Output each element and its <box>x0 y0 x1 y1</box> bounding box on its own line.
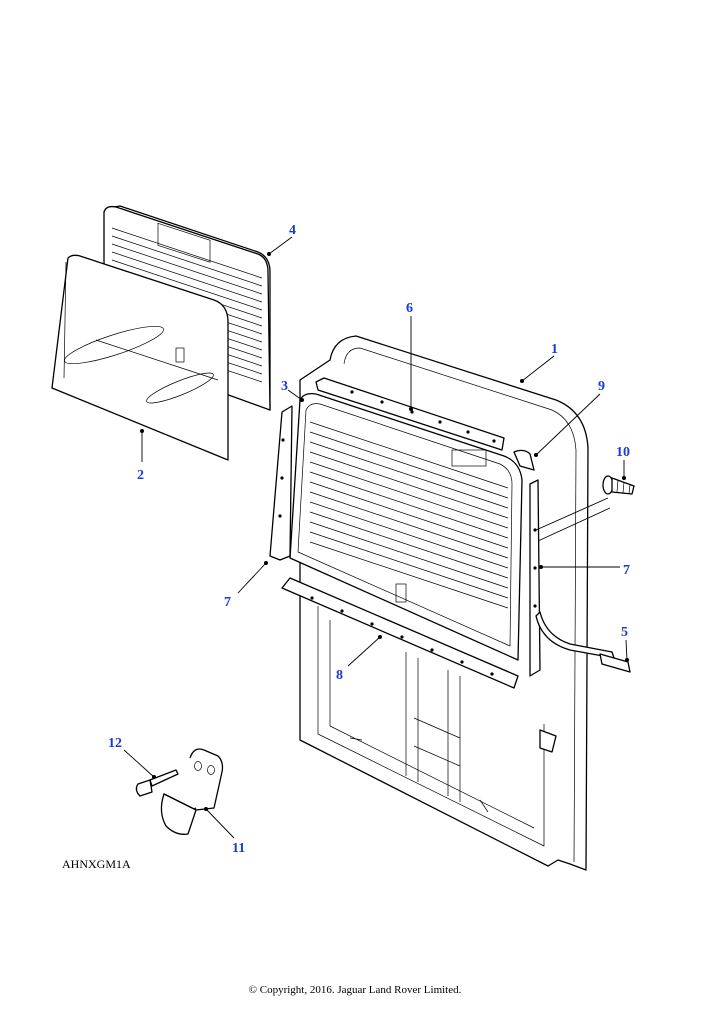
part-10-screw <box>602 475 635 495</box>
callout-8: 8 <box>336 668 343 683</box>
callout-11: 11 <box>232 841 245 856</box>
callout-5: 5 <box>621 625 628 640</box>
callout-7a: 7 <box>224 595 231 610</box>
callout-4: 4 <box>289 223 296 238</box>
part-12-rivet <box>135 769 179 797</box>
part-11-bracket <box>160 748 224 835</box>
callout-1: 1 <box>551 342 558 357</box>
part-7-left-seal <box>269 405 293 561</box>
diagram-reference-code: AHNXGM1A <box>62 857 131 871</box>
part-2-glass-pane <box>51 254 229 461</box>
part-7-right-seal <box>529 479 541 677</box>
part-6-top-seal <box>315 377 505 451</box>
callout-12: 12 <box>108 736 122 751</box>
leader-lines <box>123 236 629 839</box>
callout-10: 10 <box>616 445 630 460</box>
part-8-bottom-seal <box>281 577 519 689</box>
callout-2: 2 <box>137 468 144 483</box>
part-3-glass-frame <box>289 392 523 661</box>
part-9-corner-clip <box>513 449 535 471</box>
callout-3: 3 <box>281 379 288 394</box>
copyright-notice: © Copyright, 2016. Jaguar Land Rover Lim… <box>249 984 462 996</box>
part-5-wire-harness <box>535 611 631 673</box>
callout-6: 6 <box>406 301 413 316</box>
callout-7b: 7 <box>623 563 630 578</box>
callout-9: 9 <box>598 379 605 394</box>
